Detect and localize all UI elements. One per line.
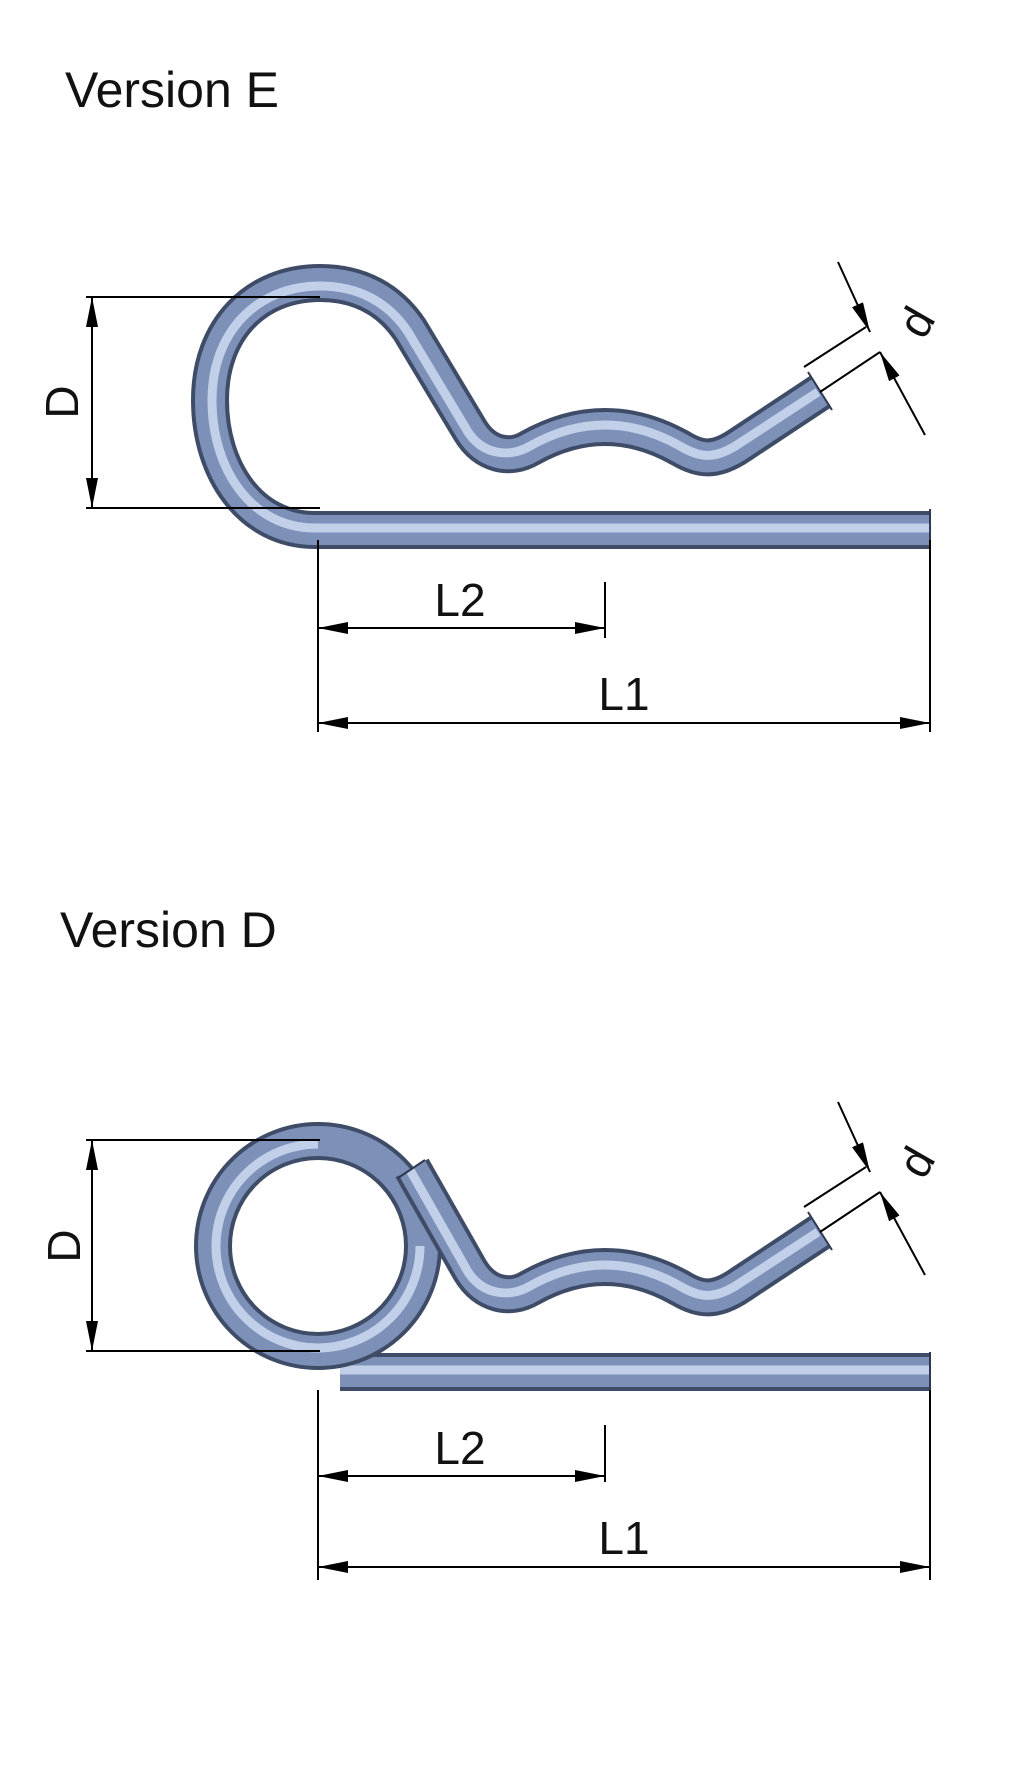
version-e-label-D: D <box>36 385 88 418</box>
version-d-dimension-D: D <box>38 1139 320 1352</box>
version-d-label-D: D <box>38 1229 90 1262</box>
version-d-label-L2: L2 <box>434 1422 485 1474</box>
version-d-dimension-L2: L2 <box>317 1390 606 1580</box>
version-e-drawing: Version E D d <box>36 62 945 732</box>
version-d-label-L1: L1 <box>598 1512 649 1564</box>
version-d-label-d: d <box>887 1138 945 1186</box>
version-d-title: Version D <box>60 902 277 958</box>
version-e-dimension-L1: L1 <box>318 540 931 732</box>
version-e-dimension-D: D <box>36 296 320 509</box>
version-d-drawing: Version D D <box>38 902 945 1580</box>
version-d-dimension-L1: L1 <box>318 1390 931 1580</box>
version-e-dimension-L2: L2 <box>317 540 606 732</box>
version-d-loop-joint <box>397 1159 426 1179</box>
version-e-pin <box>191 264 931 549</box>
version-e-title: Version E <box>65 62 279 118</box>
version-e-label-L1: L1 <box>598 668 649 720</box>
version-d-pin <box>194 1122 931 1392</box>
version-e-label-L2: L2 <box>434 574 485 626</box>
version-e-label-d: d <box>887 298 945 346</box>
